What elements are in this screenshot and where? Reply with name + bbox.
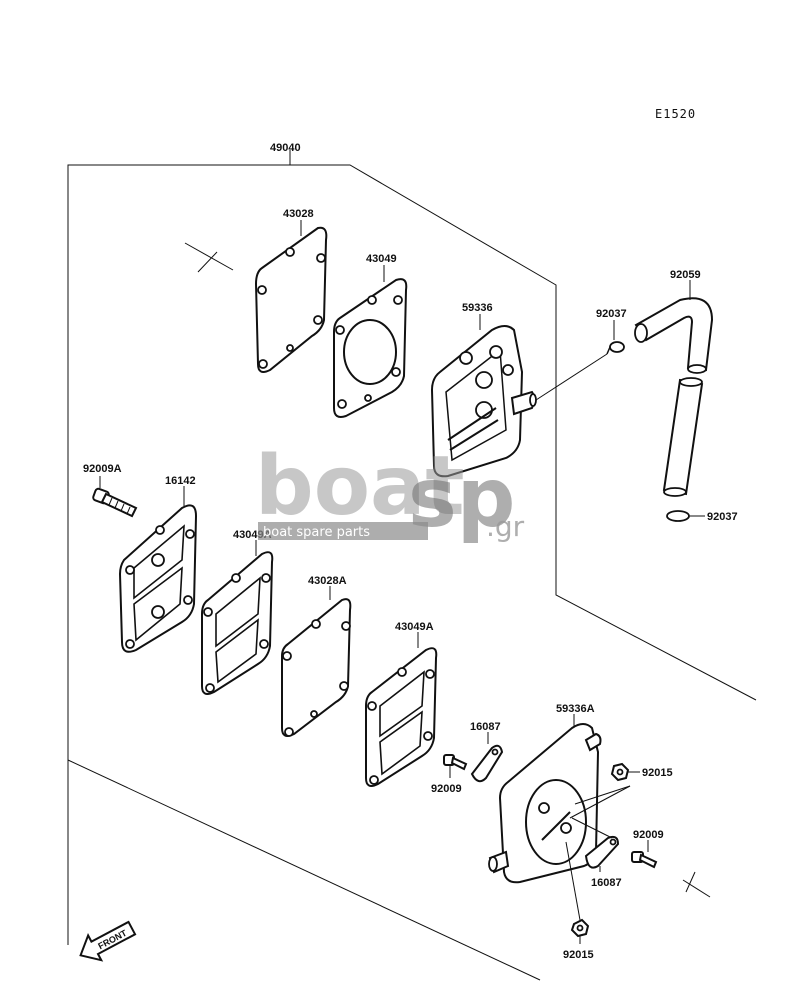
- plate-16142: [118, 504, 198, 653]
- watermark: boat sp .gr boat spare parts: [255, 439, 525, 546]
- part-label-16087-bottom: 16087: [591, 877, 622, 889]
- screw-92009-right: [631, 851, 658, 869]
- fuel-hose-92059: [634, 297, 714, 497]
- hose-clip-92037-top: [606, 341, 625, 355]
- nut-92015-top: [610, 762, 630, 782]
- gasket-43049A-left: [201, 551, 274, 695]
- part-label-92059: 92059: [670, 269, 701, 281]
- watermark-tagline: boat spare parts: [263, 525, 370, 540]
- diaphragm-43049: [333, 278, 408, 418]
- screw-92009-left: [443, 754, 468, 771]
- watermark-brand-main: boat: [255, 439, 465, 534]
- part-label-59336A: 59336A: [556, 703, 595, 715]
- part-label-43049: 43049: [366, 253, 397, 265]
- assembly-outline: [67, 150, 757, 981]
- part-label-43028: 43028: [283, 208, 314, 220]
- part-label-92037-bottom: 92037: [707, 511, 738, 523]
- check-valve-16087-bottom: [584, 835, 620, 869]
- part-label-92009A: 92009A: [83, 463, 122, 475]
- direction-arrow-bottom: [682, 871, 711, 898]
- front-arrow-icon: FRONT: [79, 920, 137, 962]
- screw-92009A: [92, 487, 138, 518]
- part-label-16087-top: 16087: [470, 721, 501, 733]
- part-label-59336: 59336: [462, 302, 493, 314]
- nut-92015-bottom: [570, 918, 590, 938]
- gasket-43028A: [281, 598, 352, 737]
- hose-clip-92037-bottom: [666, 510, 705, 522]
- pump-cover-59336: [430, 325, 537, 478]
- part-label-43028A: 43028A: [308, 575, 347, 587]
- part-label-43049A-right: 43049A: [395, 621, 434, 633]
- pump-body-59336A: [488, 723, 602, 884]
- part-label-92015-top: 92015: [642, 767, 673, 779]
- gasket-43028: [254, 226, 328, 373]
- part-label-92009-left: 92009: [431, 783, 462, 795]
- check-valve-16087-top: [470, 744, 504, 783]
- part-label-92015-bottom: 92015: [563, 949, 594, 961]
- watermark-brand-tld: .gr: [486, 510, 525, 543]
- diagram-code: E1520: [655, 107, 696, 121]
- part-label-16142: 16142: [165, 475, 196, 487]
- part-label-92009-right: 92009: [633, 829, 664, 841]
- part-label-92037-top: 92037: [596, 308, 627, 320]
- direction-arrow-top: [184, 242, 234, 273]
- part-label-49040: 49040: [270, 142, 301, 154]
- gasket-43049A-right: [365, 647, 438, 787]
